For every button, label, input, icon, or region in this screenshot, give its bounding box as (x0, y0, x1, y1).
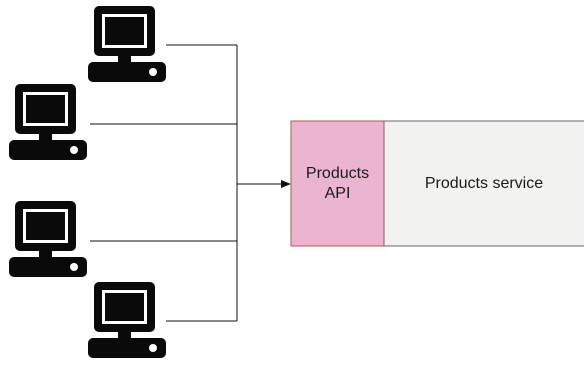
connector-lines (90, 44, 291, 322)
desktop-computer-icon (88, 282, 166, 358)
products-api-label: Products API (305, 164, 370, 202)
desktop-computer-icon (9, 201, 87, 277)
client-computers (9, 6, 166, 358)
desktop-computer-icon (88, 6, 166, 82)
products-service-box (383, 120, 584, 247)
products-api-box (290, 120, 385, 247)
products-service-label: Products service (424, 174, 544, 192)
desktop-computer-icon (9, 84, 87, 160)
